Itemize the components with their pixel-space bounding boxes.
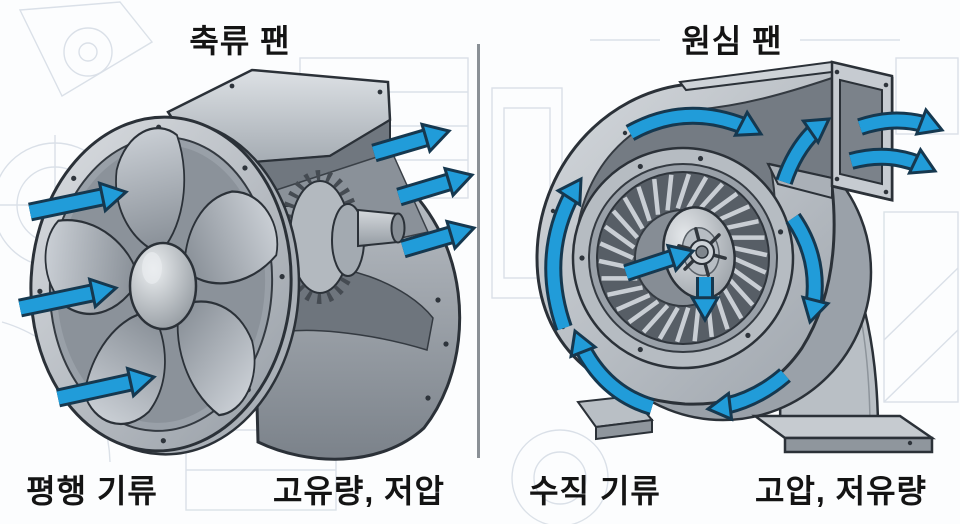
- airflow-arrow: [18, 276, 119, 318]
- airflow-arrow: [625, 106, 766, 143]
- centrifugal-base-plate: [751, 414, 937, 454]
- axial-fan-illustration: [18, 68, 477, 461]
- centrifugal-flow-label: 수직 기류: [529, 473, 661, 509]
- axial-flow-label: 평행 기류: [26, 473, 158, 509]
- airflow-arrow: [400, 218, 477, 259]
- axial-fan-title: 축류 팬: [189, 23, 291, 59]
- airflow-arrow: [396, 165, 475, 207]
- axial-fan-hub: [128, 241, 198, 331]
- airflow-arrow: [775, 111, 835, 186]
- impeller-hub: [677, 227, 727, 277]
- airflow-arrow: [371, 121, 452, 163]
- airflow-arrow: [689, 277, 721, 323]
- airflow-arrow: [785, 212, 831, 325]
- airflow-arrow: [28, 180, 129, 222]
- airflow-arrow: [566, 327, 655, 416]
- centrifugal-fan-illustration: [535, 60, 946, 454]
- airflow-arrow: [857, 106, 946, 139]
- centrifugal-fan-title: 원심 팬: [681, 23, 783, 59]
- airflow-arrow: [848, 146, 939, 180]
- centrifugal-spec-label: 고압, 저유량: [755, 473, 927, 509]
- axial-airflow-arrows: [18, 121, 477, 408]
- panel-divider: [477, 44, 480, 458]
- centrifugal-airflow-arrows: [544, 106, 946, 422]
- airflow-arrow: [705, 368, 791, 422]
- airflow-arrow: [55, 366, 157, 408]
- airflow-arrow: [544, 174, 589, 331]
- airflow-arrow: [623, 242, 696, 282]
- impeller-ring-bolts: [579, 155, 784, 353]
- axial-spec-label: 고유량, 저압: [273, 473, 445, 509]
